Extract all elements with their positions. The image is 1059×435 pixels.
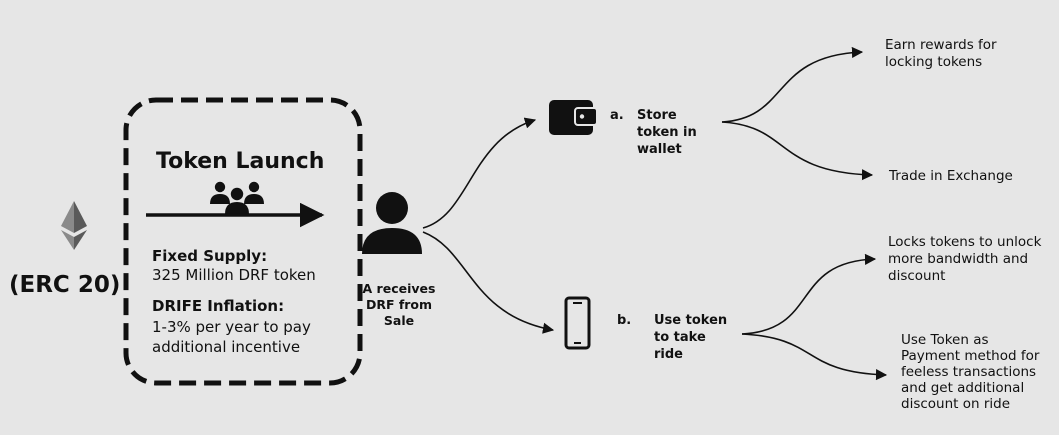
fixed-supply-value: 325 Million DRF token — [152, 266, 316, 284]
branch-a-letter: a. — [610, 108, 624, 123]
user-caption: A receives DRF from Sale — [362, 281, 436, 328]
outcome-curve-b1 — [741, 253, 877, 335]
people-group-icon — [210, 181, 264, 214]
fixed-supply-label: Fixed Supply: — [152, 247, 268, 265]
branch-b-label: Use token to take ride — [654, 313, 728, 362]
branch-curve-b — [422, 231, 555, 334]
outcome-a2: Trade in Exchange — [889, 168, 1013, 184]
branch-curve-a — [422, 117, 537, 229]
ethereum-icon — [61, 201, 87, 250]
branch-b-letter: b. — [617, 313, 632, 328]
outcome-b1: Locks tokens to unlock more bandwidth an… — [888, 234, 1042, 284]
outcome-curve-a2 — [721, 121, 874, 181]
branch-a-label: Store token in wallet — [637, 108, 697, 157]
inflation-label: DRIFE Inflation: — [152, 297, 285, 315]
token-launch-title: Token Launch — [156, 149, 325, 174]
wallet-icon — [549, 100, 598, 135]
token-launch-box — [123, 97, 363, 386]
erc-label: (ERC 20) — [9, 272, 121, 298]
inflation-value: 1-3% per year to pay additional incentiv… — [152, 318, 311, 356]
user-icon — [362, 192, 422, 254]
outcome-curve-b2 — [741, 333, 888, 381]
outcome-a1: Earn rewards for locking tokens — [885, 37, 997, 70]
smartphone-icon — [564, 296, 591, 350]
outcome-b2: Use Token as Payment method for feeless … — [901, 332, 1040, 412]
outcome-curve-a1 — [721, 46, 864, 123]
